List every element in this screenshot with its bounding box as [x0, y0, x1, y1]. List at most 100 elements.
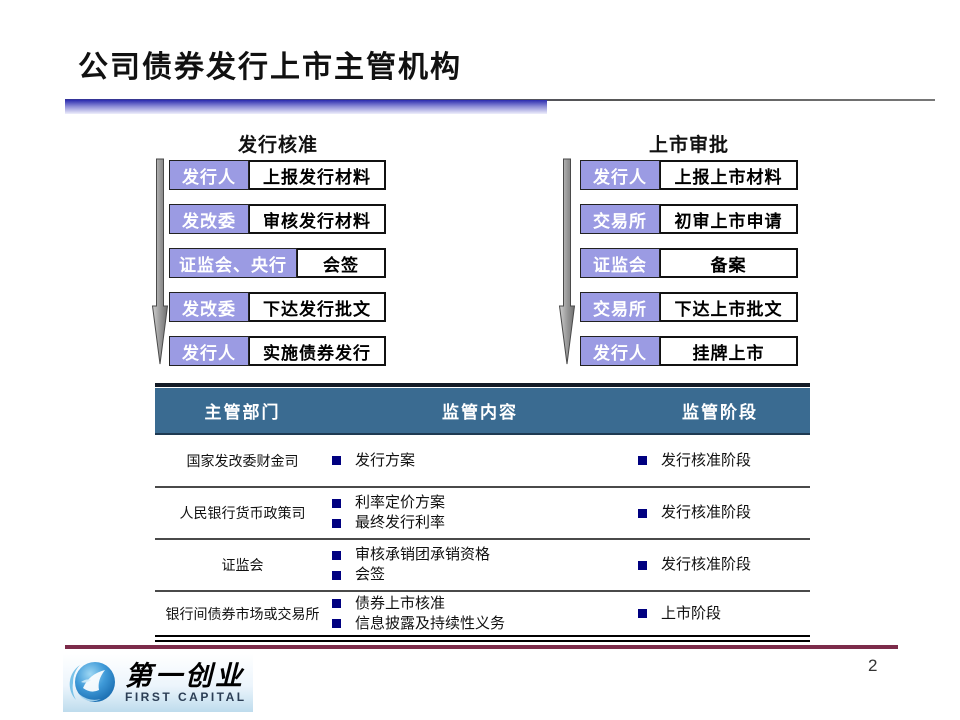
flow-step-actor: 发行人	[169, 336, 249, 366]
flow-step: 发行人上报发行材料	[169, 160, 386, 190]
logo-text-block: 第一创业 FIRST CAPITAL	[125, 662, 247, 704]
flow-step-actor: 证监会、央行	[169, 248, 297, 278]
flow-step: 发行人实施债券发行	[169, 336, 386, 366]
square-bullet-icon	[332, 619, 341, 628]
bullet-item: 发行方案	[332, 451, 415, 471]
flow-step: 发行人上报上市材料	[580, 160, 798, 190]
bullet-item: 发行核准阶段	[638, 555, 751, 575]
square-bullet-icon	[638, 560, 647, 570]
flow-step-actor: 发行人	[580, 336, 660, 366]
flow-step-action: 审核发行材料	[249, 204, 386, 234]
flow-step-action: 上报发行材料	[249, 160, 386, 190]
flow-step-action: 会签	[297, 248, 386, 278]
cell-stage: 发行核准阶段	[630, 435, 810, 486]
globe-logo-icon	[69, 662, 115, 702]
flow-step-actor: 交易所	[580, 204, 660, 234]
table-row: 银行间债券市场或交易所债券上市核准信息披露及持续性义务上市阶段	[155, 592, 810, 635]
flow-step-action: 备案	[660, 248, 798, 278]
flow-step-actor: 发行人	[580, 160, 660, 190]
bullet-text: 信息披露及持续性义务	[355, 615, 506, 632]
bullet-item: 信息披露及持续性义务	[332, 614, 505, 634]
flow-step-action: 下达上市批文	[660, 292, 798, 322]
column-header-stage: 监管阶段	[682, 403, 758, 422]
flow-step: 发行人挂牌上市	[580, 336, 798, 366]
cell-stage: 上市阶段	[630, 592, 810, 635]
flow-step-action: 上报上市材料	[660, 160, 798, 190]
flow-step-action: 实施债券发行	[249, 336, 386, 366]
bullet-text: 审核承销团承销资格	[355, 547, 491, 563]
title-rule-gradient-bar	[65, 100, 547, 114]
flow-step-actor: 交易所	[580, 292, 660, 322]
flow-step-actor: 发行人	[169, 160, 249, 190]
flowchart-issuance: 发行人上报发行材料发改委审核发行材料证监会、央行会签发改委下达发行批文发行人实施…	[169, 160, 386, 380]
flow-step: 发改委审核发行材料	[169, 204, 386, 234]
bullet-item: 利率定价方案	[332, 493, 445, 513]
bullet-item: 会签	[332, 565, 385, 585]
page-title: 公司债券发行上市主管机构	[78, 51, 462, 84]
cell-contents: 审核承销团承销资格会签	[330, 540, 630, 590]
bullet-text: 会签	[355, 567, 386, 583]
bullet-item: 发行核准阶段	[638, 503, 751, 523]
bullet-text: 发行核准阶段	[661, 452, 752, 469]
flow-step: 发改委下达发行批文	[169, 292, 386, 322]
square-bullet-icon	[638, 508, 647, 518]
square-bullet-icon	[638, 456, 647, 465]
flow-step-action: 初审上市申请	[660, 204, 798, 234]
bullet-item: 上市阶段	[638, 604, 721, 624]
cell-contents: 债券上市核准信息披露及持续性义务	[330, 592, 630, 635]
flow-step-actor: 证监会	[580, 248, 660, 278]
square-bullet-icon	[332, 518, 341, 528]
down-arrow-icon	[558, 158, 576, 365]
bullet-text: 发行核准阶段	[661, 557, 752, 573]
cell-stage: 发行核准阶段	[630, 488, 810, 538]
down-arrow-icon	[151, 158, 169, 365]
bullet-text: 上市阶段	[661, 605, 722, 622]
cell-department: 人民银行货币政策司	[179, 507, 306, 522]
logo-english-name: FIRST CAPITAL	[125, 690, 247, 704]
table-top-border	[155, 383, 810, 387]
table-header-row: 主管部门 监管内容 监管阶段	[155, 388, 810, 435]
footer-divider-line	[65, 645, 898, 649]
cell-department: 银行间债券市场或交易所	[165, 607, 320, 623]
bullet-text: 债券上市核准	[355, 595, 446, 612]
flowchart-title-listing: 上市审批	[648, 135, 729, 156]
bullet-item: 审核承销团承销资格	[332, 545, 490, 565]
flow-step: 证监会备案	[580, 248, 798, 278]
cell-contents: 发行方案	[330, 435, 630, 486]
flow-step: 交易所初审上市申请	[580, 204, 798, 234]
bullet-item: 最终发行利率	[332, 513, 445, 533]
cell-department: 国家发改委财金司	[186, 454, 299, 470]
square-bullet-icon	[638, 609, 647, 618]
flowchart-title-issuance: 发行核准	[237, 135, 318, 156]
cell-contents: 利率定价方案最终发行利率	[330, 488, 630, 538]
square-bullet-icon	[332, 599, 341, 608]
square-bullet-icon	[332, 456, 341, 465]
flowchart-listing: 发行人上报上市材料交易所初审上市申请证监会备案交易所下达上市批文发行人挂牌上市	[580, 160, 798, 380]
column-header-department: 主管部门	[204, 403, 281, 422]
flow-step-actor: 发改委	[169, 292, 249, 322]
square-bullet-icon	[332, 570, 341, 580]
bullet-text: 最终发行利率	[355, 515, 446, 531]
column-header-content: 监管内容	[442, 403, 518, 422]
bullet-text: 发行核准阶段	[661, 505, 752, 521]
cell-department: 证监会	[221, 559, 264, 574]
regulator-table: 主管部门 监管内容 监管阶段 国家发改委财金司发行方案发行核准阶段人民银行货币政…	[155, 383, 810, 642]
table-row: 人民银行货币政策司 利率定价方案最终发行利率 发行核准阶段	[155, 488, 810, 540]
company-logo: 第一创业 FIRST CAPITAL	[63, 654, 253, 712]
flow-step: 交易所下达上市批文	[580, 292, 798, 322]
logo-chinese-name: 第一创业	[125, 661, 245, 691]
flow-step-action: 下达发行批文	[249, 292, 386, 322]
cell-stage: 发行核准阶段	[630, 540, 810, 590]
bullet-text: 利率定价方案	[355, 495, 446, 511]
table-row: 证监会 审核承销团承销资格会签 发行核准阶段	[155, 540, 810, 592]
regulator-table-body: 国家发改委财金司发行方案发行核准阶段人民银行货币政策司利率定价方案最终发行利率发…	[155, 435, 810, 635]
flow-step-action: 挂牌上市	[660, 336, 798, 366]
bullet-item: 发行核准阶段	[638, 451, 751, 471]
bullet-item: 债券上市核准	[332, 594, 445, 614]
bullet-text: 发行方案	[355, 452, 416, 469]
flow-step-actor: 发改委	[169, 204, 249, 234]
flow-step: 证监会、央行会签	[169, 248, 386, 278]
page-number: 2	[868, 656, 878, 675]
table-row: 国家发改委财金司 发行方案 发行核准阶段	[155, 435, 810, 488]
